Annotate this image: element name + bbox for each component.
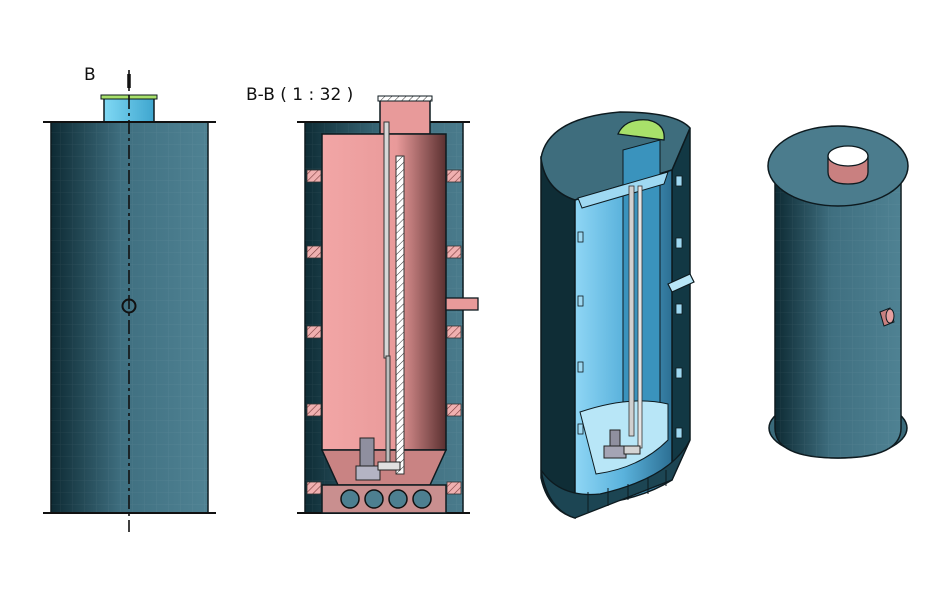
- side-outlet-nozzle: [445, 297, 479, 311]
- front-elevation-view: B: [43, 65, 216, 532]
- wall-insert: [446, 481, 462, 495]
- wall-slot: [675, 367, 683, 379]
- cutaway-side-nozzle: [667, 273, 695, 293]
- pump-icon: [355, 437, 401, 481]
- outlet-port-icon: [121, 298, 137, 314]
- base-hole: [412, 489, 432, 509]
- wall-insert: [446, 325, 462, 339]
- wall-insert: [306, 245, 322, 259]
- base-hole: [364, 489, 384, 509]
- wall-insert: [306, 403, 322, 417]
- wall-slot: [675, 427, 683, 439]
- wall-insert: [446, 245, 462, 259]
- section-neck-lid: [377, 95, 433, 102]
- guide-rail: [395, 155, 405, 475]
- cutaway-guide-rail: [637, 185, 643, 449]
- isometric-cutaway-view: [540, 111, 695, 520]
- base-holes: [340, 489, 432, 509]
- base-hole: [388, 489, 408, 509]
- wall-inserts: [306, 169, 462, 495]
- isometric-exterior-view: [767, 125, 909, 459]
- wall-slot: [675, 175, 683, 187]
- cutaway-pump-outlet: [623, 445, 641, 455]
- cutaway-outer-wall-left: [540, 155, 576, 520]
- nozzle-opening: [885, 308, 895, 324]
- exterior-neck-lid: [827, 145, 869, 167]
- section-bb-view: B-B ( 1 : 32 ): [246, 85, 479, 514]
- cutaway-base-ring: [540, 439, 691, 519]
- exterior-side-nozzle: [879, 307, 895, 327]
- cutaway-rim-band: [577, 171, 669, 209]
- wall-insert: [306, 169, 322, 183]
- cutaway-pump-housing: [603, 445, 627, 459]
- section-marker-fragment: B: [84, 65, 96, 85]
- exterior-body-texture: [775, 168, 901, 458]
- cutaway-base-ribs: [587, 470, 667, 512]
- discharge-pipe: [385, 355, 391, 467]
- section-title: B-B ( 1 : 32 ): [246, 85, 353, 105]
- cutaway-cone-bottom: [579, 400, 669, 475]
- cutaway-green-lid: [617, 119, 665, 141]
- wall-insert: [306, 325, 322, 339]
- riser-pipe: [383, 121, 390, 359]
- base-hole: [340, 489, 360, 509]
- pump-housing: [355, 465, 381, 481]
- cutaway-pump-icon: [603, 429, 641, 459]
- wall-slot: [675, 237, 683, 249]
- cutaway-riser-pipe: [628, 185, 635, 437]
- wall-slot: [675, 303, 683, 315]
- pump-outlet: [377, 461, 401, 471]
- wall-slot: [577, 295, 584, 307]
- wall-slot: [577, 231, 584, 243]
- wall-insert: [306, 481, 322, 495]
- cutaway-wall-slots: [577, 175, 683, 439]
- wall-slot: [577, 423, 584, 435]
- wall-insert: [446, 169, 462, 183]
- wall-slot: [577, 361, 584, 373]
- pump-motor: [359, 437, 375, 471]
- wall-insert: [446, 403, 462, 417]
